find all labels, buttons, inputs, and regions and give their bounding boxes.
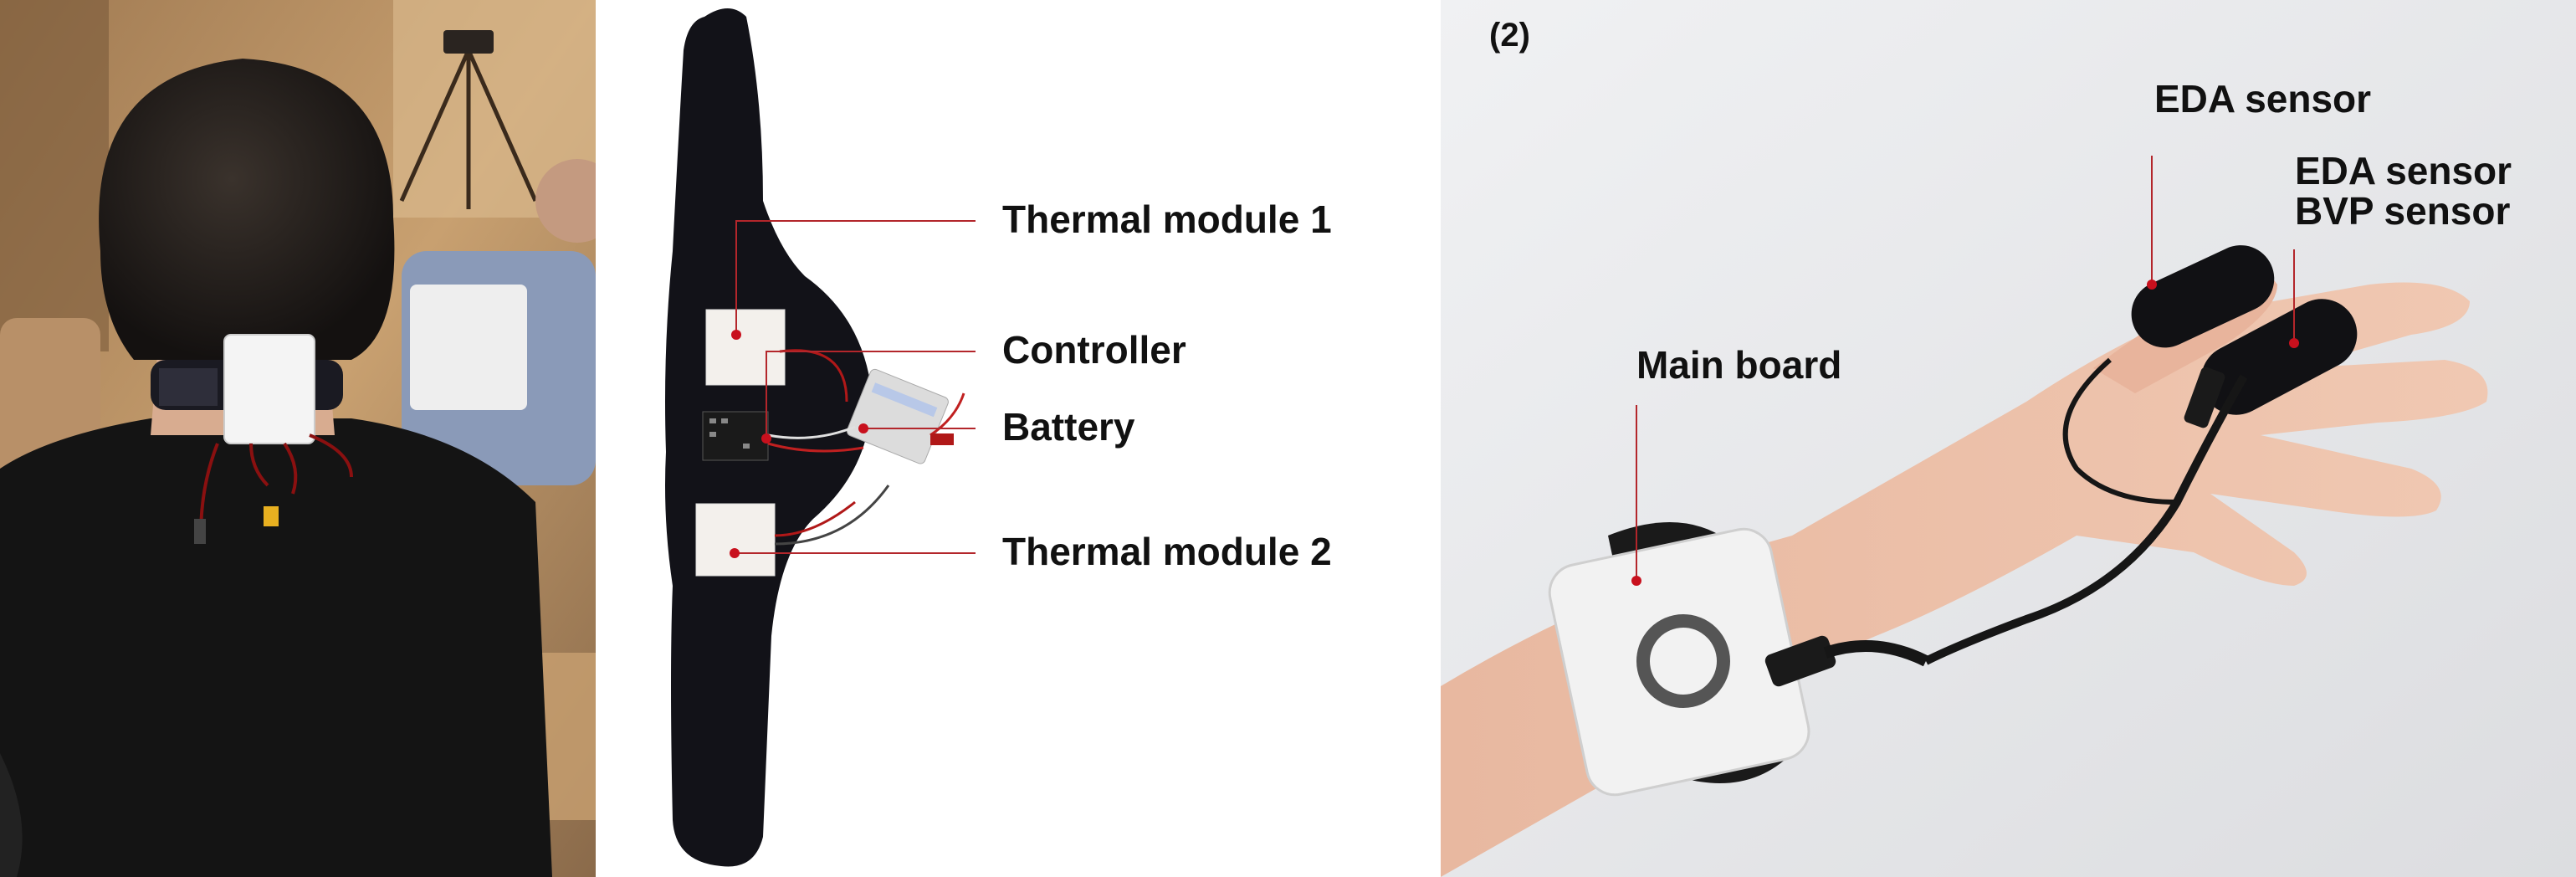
label-eda-sensor: EDA sensor [2154, 77, 2372, 121]
panel-hand-device: (2) EDA sensor EDA sensor BVP sensor Mai… [1441, 0, 2576, 877]
thermal-module-1-pad [705, 309, 786, 386]
neck-device-connector [264, 506, 279, 526]
callout-dots [730, 330, 868, 558]
main-board-housing [1548, 527, 1810, 797]
hand-device-illustration [1441, 0, 2576, 877]
band-wires [767, 349, 965, 546]
neck-photo-illustration [0, 0, 596, 877]
neck-device-box [223, 334, 315, 444]
panel-number: (2) [1489, 17, 1530, 54]
battery-pack [846, 368, 949, 464]
sensor-cable [1923, 374, 2248, 665]
forearm-and-hand [1441, 282, 2488, 877]
label-main-board: Main board [1636, 343, 1842, 387]
label-thermal-module-2: Thermal module 2 [1002, 530, 1332, 573]
person-black-shirt [0, 418, 552, 877]
photo-person-wearing-neck-device [0, 0, 596, 877]
label-controller: Controller [1002, 328, 1186, 372]
hand-callout-lines [1636, 156, 2295, 581]
label-bvp-sensor: BVP sensor [2295, 189, 2511, 233]
person-hair [99, 59, 395, 360]
label-eda-sensor-2: EDA sensor [2295, 149, 2512, 192]
label-battery: Battery [1002, 405, 1135, 449]
background-laptop [410, 285, 527, 410]
finger-sleeve-eda-1 [2131, 245, 2275, 348]
panel-thermal-band: Thermal module 1 Controller Battery Ther… [596, 0, 1441, 877]
thermal-band-illustration [665, 8, 976, 867]
background-tripod [399, 49, 538, 209]
label-thermal-module-1: Thermal module 1 [1002, 197, 1332, 241]
thermal-module-2-pad [695, 503, 776, 577]
hand-callout-dots [1631, 280, 2299, 586]
callout-lines [735, 220, 976, 554]
